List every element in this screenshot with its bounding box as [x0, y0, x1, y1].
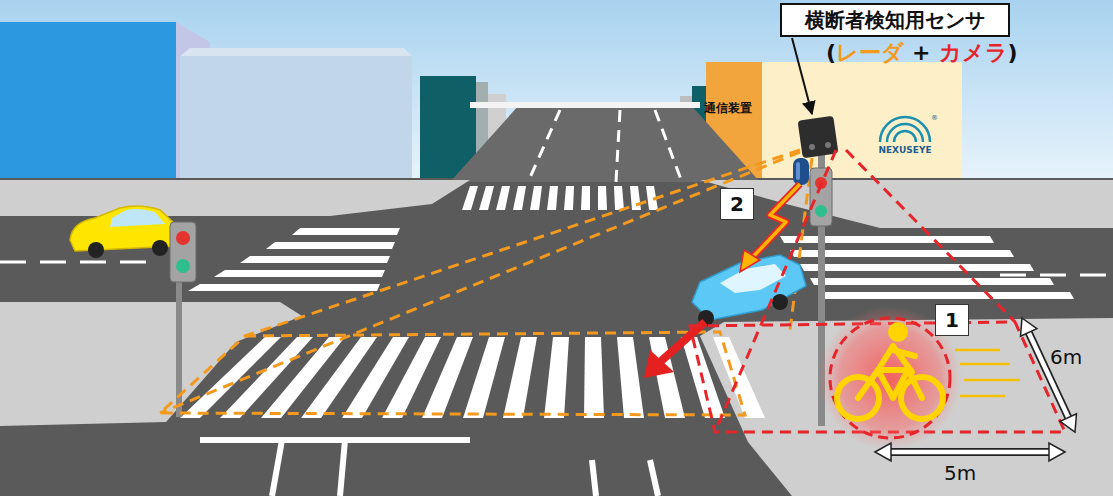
node-text: 横断者検知用センサ — [805, 7, 985, 34]
logo-text: NEXUSEYE — [872, 146, 938, 156]
callout-number: 1 — [935, 304, 969, 336]
crosswalk-left — [188, 228, 400, 291]
communication-device — [793, 158, 809, 185]
callout-number: 2 — [720, 188, 754, 220]
plus-sign: + — [912, 41, 930, 65]
dimension-arrow-5m — [875, 443, 1065, 461]
dimension-label: 5m — [944, 462, 976, 484]
cyclist-icon — [818, 306, 1020, 450]
car-direction-arrow — [644, 322, 705, 378]
road-far — [450, 104, 760, 182]
bracket: ( — [826, 41, 836, 65]
horizon — [470, 102, 700, 108]
sidewalks — [0, 180, 1113, 496]
sky — [0, 0, 1113, 200]
bracket: ) — [1008, 41, 1018, 65]
yellow-car — [70, 206, 179, 258]
radar-label: レーダ — [836, 41, 904, 65]
device-label: 通信装置 — [704, 102, 752, 115]
sensor-caption-box: 横断者検知用センサ — [780, 3, 1010, 37]
leader-arrow — [792, 38, 812, 114]
logo-arcs — [880, 117, 930, 142]
camera-label: カメラ — [939, 41, 1008, 65]
dimension-arrow-6m — [1021, 318, 1077, 432]
orange-detection-area — [160, 150, 812, 415]
dimension-label: 6m — [1050, 346, 1082, 368]
lane-markings — [0, 110, 1113, 496]
road — [0, 178, 1113, 496]
traffic-light-left — [170, 222, 196, 417]
sensor-device — [798, 116, 839, 159]
red-detection-area — [690, 150, 1065, 432]
registered-mark: ® — [931, 115, 938, 123]
buildings-left — [0, 22, 506, 188]
sensor-type-caption: (レーダ + カメラ) — [826, 41, 1018, 65]
